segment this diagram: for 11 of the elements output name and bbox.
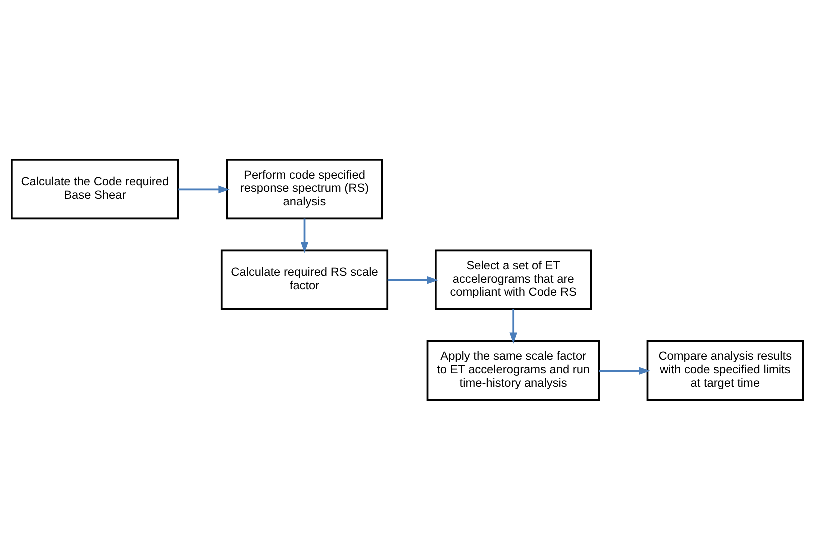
arrow	[510, 309, 518, 344]
node-box: Calculate the Code required Base Shear	[11, 159, 180, 220]
arrow	[388, 276, 439, 284]
arrow	[599, 367, 650, 375]
arrow	[178, 186, 230, 194]
node-box: Compare analysis results with code specified limits at target time	[646, 340, 804, 401]
arrow	[300, 218, 309, 254]
node-box: Calculate required RS scale factor	[220, 250, 389, 310]
node-box: Select a set of ET accelerograms that are compliant with Code RS	[435, 250, 592, 310]
node-box: Perform code specified response spectrum (RS) analysis	[226, 159, 384, 220]
node-box: Apply the same scale factor to ET accelerograms and run time-history analysis	[426, 340, 600, 401]
